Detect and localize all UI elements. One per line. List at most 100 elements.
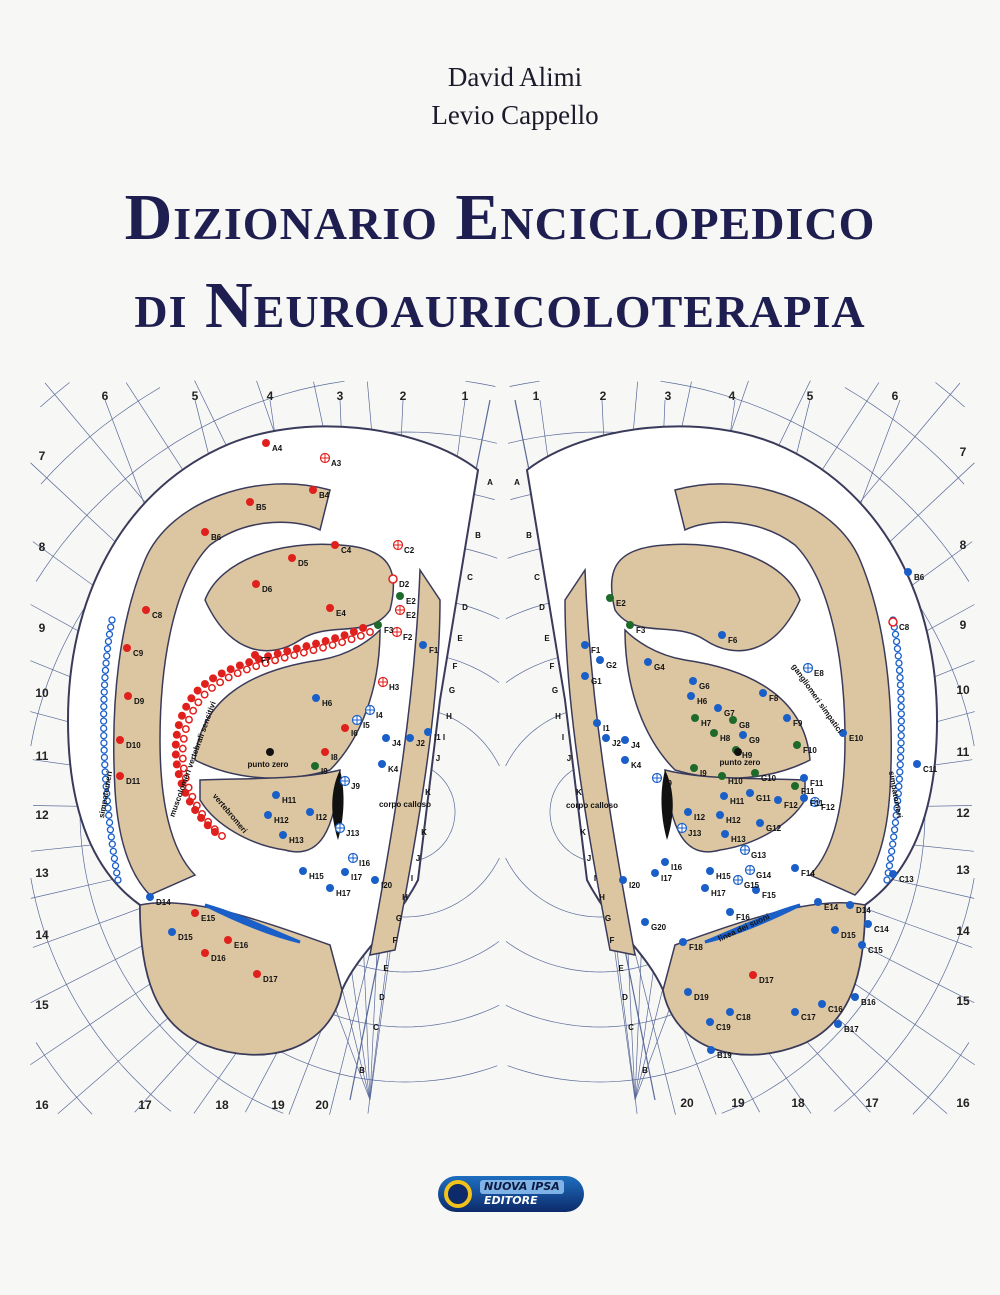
letter-label: D [462, 603, 468, 612]
chain-point [885, 862, 894, 870]
grid-number: 1 [533, 389, 540, 403]
chain-point [101, 666, 110, 675]
point-label: D17 [263, 975, 278, 984]
publisher-sub: EDITORE [484, 1194, 538, 1207]
chain-point [897, 710, 905, 718]
cross-point-mark [741, 846, 749, 854]
point-label: G8 [739, 721, 750, 730]
acupoint [619, 876, 627, 884]
chain-point [889, 840, 897, 848]
acupoint [756, 819, 764, 827]
chain-point [895, 782, 903, 791]
chain-point [897, 746, 905, 754]
sensory-ring [194, 698, 203, 707]
point-label: G12 [766, 824, 782, 833]
sensory-ring [299, 648, 308, 657]
grid-number: 2 [400, 389, 407, 403]
point-label: K4 [631, 761, 642, 770]
point-label: A3 [331, 459, 342, 468]
grid-number: 8 [960, 538, 967, 552]
chain-point [101, 775, 110, 783]
annotation: punto zero [720, 758, 761, 767]
letter-label: C [534, 573, 540, 582]
chain-point [104, 804, 112, 812]
acupoint [641, 918, 649, 926]
grid-number: 6 [102, 389, 109, 403]
grid-number: 13 [35, 866, 49, 880]
point-label: I17 [661, 874, 673, 883]
point-label: F15 [762, 891, 776, 900]
sensory-ring [261, 659, 270, 668]
point-label: I20 [381, 881, 393, 890]
acupoint [306, 808, 314, 816]
acupoint [851, 993, 859, 1001]
grid-number: 16 [956, 1096, 970, 1110]
point-label: D10 [126, 741, 141, 750]
title-line-2: di Neuroauricoloterapia [134, 269, 866, 342]
acupoint [684, 988, 692, 996]
sensory-point [172, 760, 181, 769]
point-label: H8 [720, 734, 731, 743]
sensory-point [217, 669, 226, 678]
chain-point [113, 869, 121, 877]
point-label: D14 [856, 906, 871, 915]
sensory-ring [233, 669, 242, 678]
point-label: C9 [133, 649, 144, 658]
grid-number: 6 [892, 389, 899, 403]
acupoint [913, 760, 921, 768]
point-label: B6 [914, 573, 925, 582]
chain-point [100, 681, 109, 689]
chain-point [107, 623, 115, 631]
chain-point [893, 645, 902, 653]
sensory-point [174, 721, 183, 730]
grid-number: 12 [35, 808, 49, 822]
acupoint [253, 970, 261, 978]
sensory-point [321, 637, 330, 646]
acupoint [272, 791, 280, 799]
letter-label: J [587, 854, 591, 863]
sensory-point [273, 649, 282, 658]
acupoint [706, 867, 714, 875]
letter-label: D [379, 993, 385, 1002]
point-label: F3 [384, 626, 394, 635]
letter-label: A [514, 478, 520, 487]
acupoint [374, 621, 382, 629]
sensory-point [211, 828, 219, 836]
letter-label: D [622, 993, 628, 1002]
acupoint [378, 760, 386, 768]
chain-point [100, 710, 108, 718]
point-label: F9 [793, 719, 803, 728]
sensory-point [200, 679, 209, 688]
acupoint [168, 928, 176, 936]
point-label: A4 [272, 444, 283, 453]
letter-label: B [642, 1066, 648, 1075]
grid-arc [844, 387, 965, 485]
publisher-name: NUOVA IPSA [480, 1180, 564, 1194]
point-label: D15 [178, 933, 193, 942]
letter-label: I [562, 733, 564, 742]
point-label: H3 [389, 683, 400, 692]
annotation: punto zero [248, 760, 289, 769]
grid-number: 15 [35, 998, 49, 1012]
point-label: H17 [711, 889, 726, 898]
acupoint [581, 641, 589, 649]
sensory-ring [366, 628, 374, 636]
chain-point [891, 630, 900, 638]
grid-number: 13 [956, 863, 970, 877]
point-label: G15 [744, 881, 760, 890]
grid-number: 11 [957, 745, 970, 759]
acupoint [424, 728, 432, 736]
grid-number: 10 [956, 683, 970, 697]
letter-label: I [594, 874, 596, 883]
point-label: G6 [699, 682, 710, 691]
acupoint [312, 694, 320, 702]
acupoint [326, 604, 334, 612]
point-label: H6 [697, 697, 708, 706]
point-label: G2 [606, 661, 617, 670]
point-label: F16 [736, 913, 750, 922]
grid-number: 9 [960, 618, 967, 632]
grid-number: 20 [680, 1096, 694, 1110]
chain-point [101, 673, 109, 682]
grid-number: 19 [731, 1096, 745, 1110]
